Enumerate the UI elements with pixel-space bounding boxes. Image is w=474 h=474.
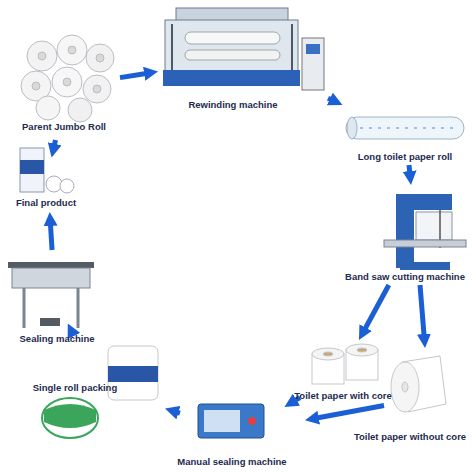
flow-arrow: [120, 73, 146, 77]
roll-end: [347, 117, 357, 139]
product-roll: [60, 179, 74, 193]
flow-arrow: [54, 140, 55, 146]
saw-base: [400, 262, 450, 270]
jumbo-roll-art: [21, 35, 114, 122]
rewinding-machine-art: [163, 8, 324, 90]
process-step: Sealing machine: [5, 250, 105, 345]
roll-core: [38, 52, 46, 60]
table-leg: [77, 288, 80, 328]
jumbo-roll: [57, 35, 87, 65]
foot-pedal: [40, 318, 60, 326]
roll-wrapper: [44, 404, 96, 428]
jumbo-roll: [83, 75, 111, 103]
process-step: Long toilet paper roll: [340, 105, 472, 165]
roll-core: [96, 54, 104, 62]
process-step: Manual sealing machine: [180, 392, 305, 472]
saw-column: [396, 194, 414, 268]
sealer-body: [198, 404, 264, 438]
jumbo-roll: [36, 96, 60, 120]
control-panel: [306, 44, 320, 54]
process-step: Toilet paper with core: [300, 340, 382, 406]
sealer-panel: [204, 410, 240, 432]
roll-core: [32, 82, 40, 90]
roll-hole: [402, 382, 408, 392]
step-label: Long toilet paper roll: [358, 151, 452, 163]
saw-table: [384, 240, 466, 247]
roll-wrapper: [108, 366, 158, 382]
packed-roll: [42, 398, 98, 438]
roll-without-core-art: [391, 356, 446, 412]
band-saw-art: [384, 194, 466, 270]
jumbo-roll: [86, 44, 114, 72]
roll-with-core-art: [312, 344, 378, 384]
sealer-knob: [248, 417, 256, 425]
step-label: Toilet paper with core: [294, 390, 391, 402]
process-step: Toilet paper without core: [384, 348, 474, 446]
roll-top: [346, 344, 378, 356]
machine-post: [171, 24, 173, 70]
final-product-art: [20, 148, 74, 193]
roll-core: [63, 78, 71, 86]
machine-roller: [185, 32, 280, 44]
machine-roller: [185, 50, 280, 60]
jumbo-roll: [27, 41, 57, 71]
flow-arrow: [365, 285, 389, 329]
step-label: Rewinding machine: [188, 99, 277, 111]
roll-core: [93, 85, 101, 93]
step-label: Final product: [16, 197, 76, 209]
jumbo-roll: [68, 98, 92, 122]
perforation: [360, 128, 455, 129]
table-leg: [23, 288, 26, 328]
manual-sealer-art: [198, 404, 264, 438]
process-step: Rewinding machine: [158, 2, 328, 114]
roll-core: [323, 352, 333, 356]
product-roll: [46, 176, 62, 192]
process-step: Single roll packing: [35, 335, 165, 443]
pack-band: [20, 160, 44, 174]
step-label: Toilet paper without core: [354, 431, 466, 443]
flow-arrow: [407, 165, 413, 173]
long-roll-art: [346, 117, 464, 139]
sealing-table: [12, 268, 90, 288]
step-label: Parent Jumbo Roll: [22, 121, 106, 133]
roll-core: [357, 348, 367, 352]
machine-base: [163, 70, 300, 86]
sealing-bar: [8, 262, 94, 268]
step-label: Sealing machine: [20, 333, 95, 345]
machine-body: [165, 20, 298, 72]
process-step: Final product: [10, 140, 85, 212]
roll-face: [391, 362, 419, 412]
flow-arrow: [317, 405, 384, 418]
long-roll: [346, 117, 464, 139]
product-pack: [20, 148, 44, 192]
process-step: Band saw cutting machine: [360, 185, 472, 285]
step-label: Single roll packing: [33, 382, 117, 394]
saw-guard: [416, 212, 452, 240]
sealing-machine-art: [8, 262, 94, 328]
roll-top: [312, 348, 344, 360]
flow-arrow: [420, 285, 424, 336]
step-label: Manual sealing machine: [177, 456, 286, 468]
machine-post: [291, 24, 293, 70]
roll-core: [68, 46, 76, 54]
flow-arrow: [50, 224, 52, 250]
flow-arrow: [328, 98, 332, 100]
jumbo-roll: [52, 67, 82, 97]
step-label: Band saw cutting machine: [345, 271, 465, 283]
process-step: Parent Jumbo Roll: [15, 38, 120, 134]
control-cabinet: [302, 38, 324, 90]
flow-arrow: [176, 412, 180, 413]
